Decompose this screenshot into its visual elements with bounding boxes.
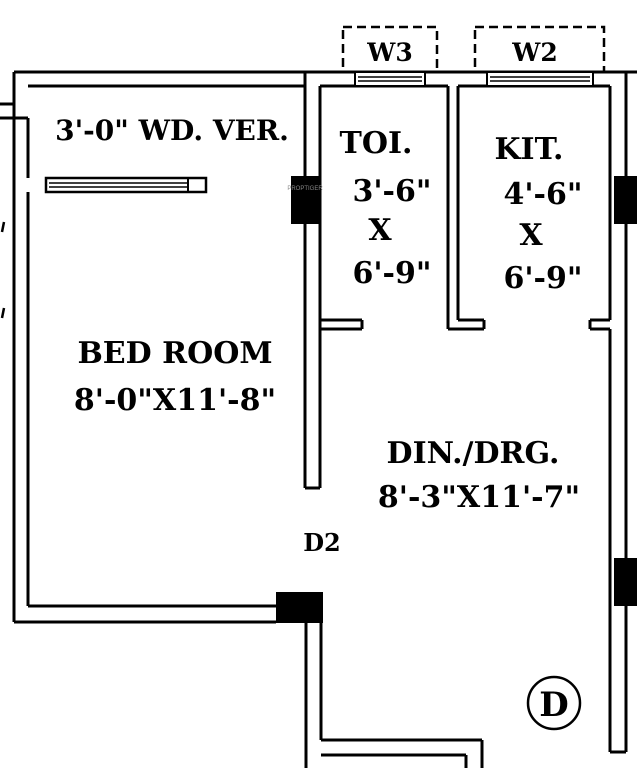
veranda-window [44,176,208,194]
toilet-name: TOI. [340,126,413,161]
corridor-wall [304,622,484,768]
toilet-x: X [368,213,392,248]
window-w2: W2 [473,25,606,87]
partition-toilet-kitchen [446,86,486,331]
dining-drawing-room: DIN./DRG. 8'-3"X11'-7" [378,436,580,515]
unit-marker-label: D [539,685,568,725]
kitchen-dim-2: 6'-9" [503,261,582,296]
partition-bed-toilet [291,72,322,490]
veranda-label: 3'-0" WD. VER. [55,114,289,147]
door-d2-label: D2 [303,528,341,557]
window-w3: W3 [341,25,439,87]
bedroom-bottom-wall [14,592,323,624]
toilet-room: TOI. 3'-6" X 6'-9" [340,126,432,291]
kitchen-x: X [519,218,543,253]
unit-marker: D [526,675,582,731]
toilet-bottom-wall [320,318,364,331]
dining-dims: 8'-3"X11'-7" [378,480,580,515]
watermark-text: PROPTIGER [287,186,323,192]
window-w3-label: W3 [366,38,412,67]
bedroom-dims: 8'-0"X11'-8" [74,383,276,418]
kitchen-room: KIT. 4'-6" X 6'-9" [494,132,582,296]
left-edge-marks [0,221,6,319]
toilet-dim-1: 3'-6" [352,174,431,209]
pillar-4 [276,592,323,623]
pillar-3 [614,558,637,606]
bedroom: BED ROOM 8'-0"X11'-8" [74,336,276,418]
bedroom-name: BED ROOM [77,336,272,371]
pillar-2 [614,176,637,224]
kitchen-name: KIT. [494,132,563,167]
toilet-dim-2: 6'-9" [352,256,431,291]
kitchen-dim-1: 4'-6" [503,177,582,212]
outer-wall-left [0,72,30,622]
pillar-1 [291,176,320,224]
dining-name: DIN./DRG. [387,436,560,471]
outer-wall-right [588,72,637,754]
window-w2-label: W2 [511,38,557,67]
